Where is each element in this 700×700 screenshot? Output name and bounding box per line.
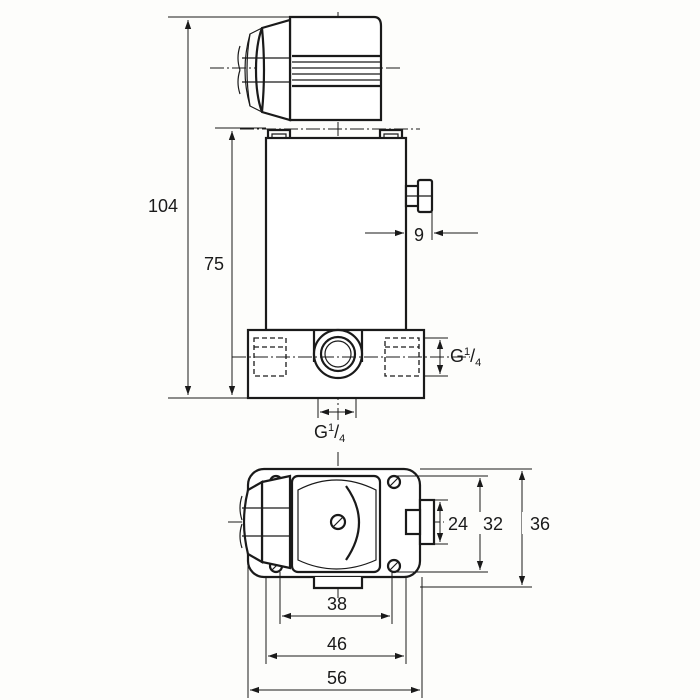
dim-width-overall: 56 (247, 560, 423, 698)
dim-depth-inner: 24 (434, 499, 472, 545)
dim-depth-mount: 32 (394, 475, 508, 573)
bottom-port-thread-label: G1/4 (314, 422, 345, 445)
valve-base (232, 328, 470, 400)
dim-body-height-label: 75 (204, 254, 224, 274)
side-port-thread-label: G1/4 (450, 346, 481, 369)
dim-depth-mount-label: 32 (483, 514, 503, 534)
dim-side-port: G1/4 (424, 337, 481, 377)
terminal-arc (345, 485, 361, 561)
dim-button-label: 9 (414, 225, 424, 245)
dim-inner-width: 38 (279, 572, 393, 624)
dim-overall-height-label: 104 (148, 196, 178, 216)
dim-body-height: 75 (200, 127, 266, 395)
dim-mount-spacing: 46 (265, 577, 407, 664)
dim-mount-spacing-label: 46 (327, 634, 347, 654)
dim-bottom-port: G1/4 (314, 398, 357, 445)
top-cable-gland (239, 474, 292, 570)
side-view: 104 75 9 G1/4 G1/4 (143, 12, 481, 445)
top-button-stub (418, 498, 436, 546)
dim-inner-width-label: 38 (327, 594, 347, 614)
dim-depth-overall: 36 (420, 468, 552, 588)
dim-button: 9 (365, 206, 478, 245)
cable-gland (254, 18, 292, 122)
connector-plug (210, 15, 400, 122)
dim-overall-height: 104 (143, 16, 290, 399)
manual-override-button (404, 178, 434, 214)
dim-width-overall-label: 56 (327, 668, 347, 688)
solenoid-body (240, 128, 434, 332)
dim-depth-inner-label: 24 (448, 514, 468, 534)
top-view: 24 32 36 38 46 (228, 452, 552, 698)
dim-depth-overall-label: 36 (530, 514, 550, 534)
